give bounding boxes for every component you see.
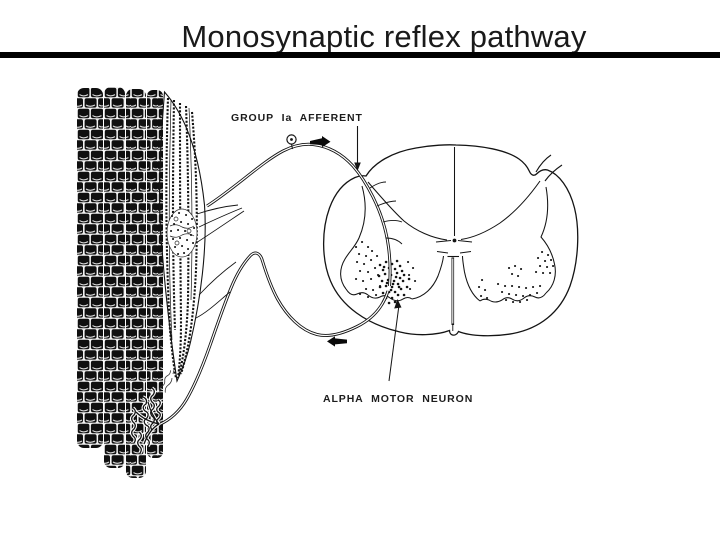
alpha-motor-arrowhead-icon: [394, 299, 402, 309]
group-ia-afferent-label: GROUP Ia AFFERENT: [231, 112, 363, 124]
gray-matter-outline: [340, 180, 556, 303]
ia-afferent-axon: [206, 134, 403, 287]
spindle-equator-capsule: [166, 208, 198, 258]
group-ia-afferent-callout: GROUP Ia AFFERENT: [231, 112, 363, 171]
alpha-motor-pointer-line: [388, 304, 400, 382]
title-rule: [0, 52, 720, 58]
efferent-direction-arrow-icon: [327, 336, 347, 347]
extrafusal-muscle-fibers: [77, 87, 163, 478]
dorsal-root-stubs: [535, 154, 563, 182]
group-ia-arrowhead-icon: [354, 162, 361, 171]
alpha-motor-neuron-pool: [377, 259, 411, 305]
afferent-direction-arrow-icon: [310, 136, 331, 148]
ventral-horn-stippling: [354, 240, 555, 305]
illustrator-signature: [159, 369, 175, 393]
spindle-nuclei-dots: [170, 212, 196, 255]
gamma-efferent-fibers: [195, 261, 237, 319]
dorsal-root-ganglion-soma: [286, 134, 297, 150]
central-canal: [452, 238, 457, 243]
page-title: Monosynaptic reflex pathway: [181, 19, 587, 54]
ventral-median-fissure: [447, 255, 459, 331]
spinal-cord-section: [323, 144, 579, 337]
alpha-motor-axon: [158, 251, 390, 426]
alpha-motor-neuron-label: ALPHA MOTOR NEURON: [323, 393, 473, 405]
motor-endplates: [130, 386, 162, 455]
intrafusal-fibers: [165, 97, 198, 379]
muscle-spindle: [158, 90, 245, 383]
cord-outline: [323, 144, 579, 337]
afferent-collaterals: [369, 181, 403, 245]
spindle-sensory-branches: [195, 204, 245, 244]
alpha-motor-neuron-callout: ALPHA MOTOR NEURON: [323, 299, 473, 405]
